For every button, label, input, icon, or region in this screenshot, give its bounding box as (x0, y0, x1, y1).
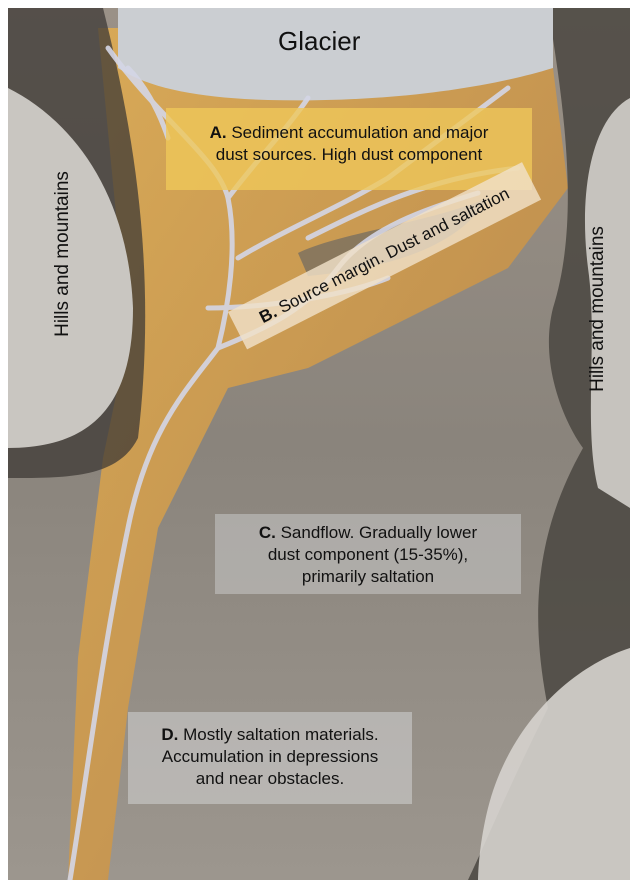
zone-d-line1: D. Mostly saltation materials. (128, 724, 412, 746)
glacier-label: Glacier (278, 26, 360, 57)
zone-c-line3: primarily saltation (215, 566, 521, 588)
zone-c-box: C. Sandflow. Gradually lower dust compon… (215, 514, 521, 594)
zone-d-line3: and near obstacles. (128, 768, 412, 790)
zone-c-line2: dust component (15-35%), (215, 544, 521, 566)
left-hills-label: Hills and mountains (52, 144, 74, 364)
zone-a-box: A. Sediment accumulation and major dust … (166, 108, 532, 190)
zone-b-letter: B. (256, 302, 280, 327)
right-hills-label: Hills and mountains (587, 199, 609, 419)
zone-a-line1: A. Sediment accumulation and major (166, 122, 532, 144)
diagram-frame: Glacier Hills and mountains Hills and mo… (8, 8, 630, 880)
zone-c-line1: C. Sandflow. Gradually lower (215, 522, 521, 544)
zone-c-letter: C. (259, 523, 276, 542)
zone-a-letter: A. (210, 123, 227, 142)
zone-d-line2: Accumulation in depressions (128, 746, 412, 768)
zone-d-text1: Mostly saltation materials. (183, 725, 379, 744)
zone-d-letter: D. (161, 725, 178, 744)
zone-c-text1: Sandflow. Gradually lower (281, 523, 478, 542)
zone-a-text1: Sediment accumulation and major (231, 123, 488, 142)
zone-d-box: D. Mostly saltation materials. Accumulat… (128, 712, 412, 804)
zone-a-line2: dust sources. High dust component (166, 144, 532, 166)
